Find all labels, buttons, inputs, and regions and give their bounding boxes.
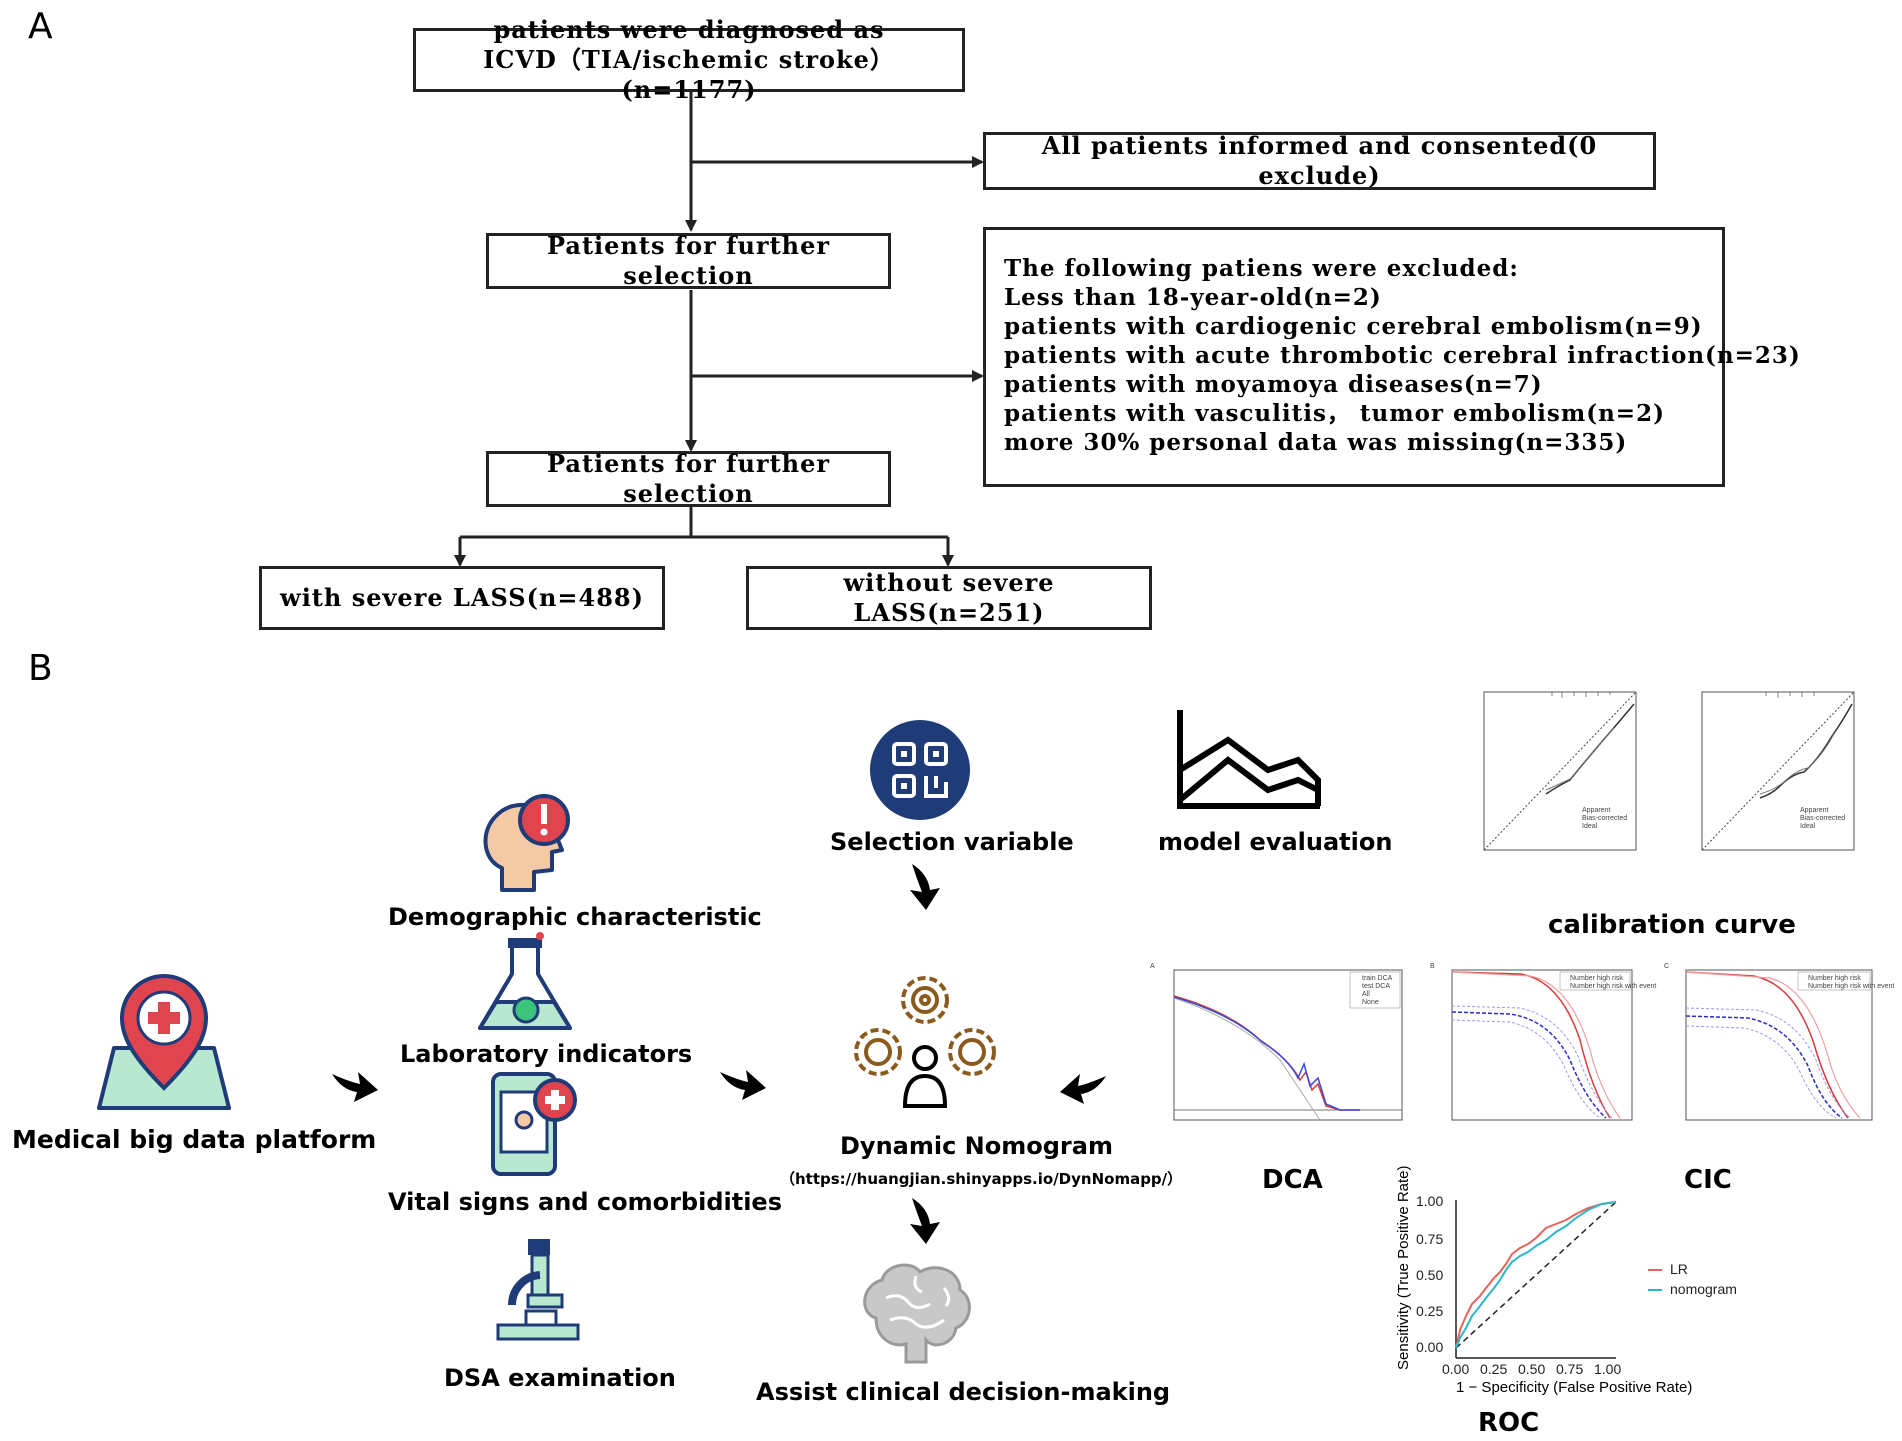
dca-plot: A train DCA test DCA All None: [1150, 963, 1403, 1121]
roc-legend: LR nomogram: [1648, 1261, 1737, 1297]
roc-ytick: 0.50: [1416, 1267, 1443, 1283]
exclusion-title: The following patiens were excluded:: [1004, 255, 1519, 282]
dca-title: DCA: [1262, 1165, 1323, 1195]
roc-xtick: 1.00: [1594, 1361, 1621, 1377]
phone-medical-icon: [491, 1072, 577, 1176]
diagnosed-box: patients were diagnosed as ICVD（TIA/isch…: [413, 15, 965, 104]
dca-legend-train: train DCA: [1362, 975, 1393, 982]
assist-label: Assist clinical decision-making: [756, 1378, 1171, 1406]
roc-legend-nomogram: nomogram: [1670, 1281, 1737, 1297]
exclusion-item: patients with vasculitis， tumor embolism…: [1004, 400, 1665, 427]
roc-ytick: 0.00: [1416, 1339, 1443, 1355]
line-chart-icon: [1177, 710, 1321, 809]
roc-legend-lr: LR: [1670, 1261, 1688, 1277]
roc-xlabel: 1 − Specificity (False Positive Rate): [1456, 1379, 1692, 1396]
dca-legend-none: None: [1362, 999, 1379, 1006]
roc-ylabel: Sensitivity (True Positive Rate): [1395, 1165, 1412, 1370]
hospital-location-icon: [97, 974, 231, 1110]
roc-ytick: 1.00: [1416, 1193, 1443, 1209]
cic-legend: Number high risk Number high risk with e…: [1797, 971, 1894, 991]
exclusion-item: patients with cardiogenic cerebral embol…: [1004, 313, 1703, 340]
cic-legend-event: Number high risk with event: [1570, 983, 1656, 990]
demographic-label: Demographic characteristic: [388, 903, 762, 931]
flask-icon: [478, 932, 572, 1030]
exclusion-item: patients with acute thrombotic cerebral …: [1004, 342, 1801, 369]
calib-legend-bias: Bias-corrected: [1800, 815, 1845, 822]
dca-legend: train DCA test DCA All None: [1349, 971, 1401, 1009]
roc-ytick: 0.75: [1416, 1231, 1443, 1247]
further-selection-box-2: Patients for further selection: [486, 449, 891, 508]
model-eval-label: model evaluation: [1158, 828, 1393, 856]
calib-legend-apparent: Apparent: [1582, 807, 1610, 814]
cic-legend: Number high risk Number high risk with e…: [1559, 971, 1656, 991]
calib-legend-ideal: Ideal: [1800, 823, 1816, 830]
roc-plot: Sensitivity (True Positive Rate) 1.00 0.…: [1395, 1165, 1737, 1396]
dca-sub-label: A: [1150, 963, 1155, 970]
diagnosed-line1: patients were diagnosed as: [493, 15, 885, 44]
calib-legend: Apparent Bias-corrected Ideal: [1582, 807, 1627, 830]
calib-legend-apparent: Apparent: [1800, 807, 1828, 814]
calib-legend-ideal: Ideal: [1582, 823, 1598, 830]
severe-lass-box: with severe LASS(n=488): [259, 566, 665, 630]
laboratory-label: Laboratory indicators: [400, 1040, 693, 1068]
curved-arrow-icon: [720, 1070, 766, 1100]
exclusion-item: patients with moyamoya diseases(n=7): [1004, 371, 1543, 398]
microscope-icon: [496, 1239, 580, 1341]
cic-legend-high: Number high risk: [1808, 975, 1861, 982]
vital-label: Vital signs and comorbidities: [388, 1188, 782, 1216]
cic-plot-b: B Number high risk Number high risk with…: [1430, 963, 1656, 1121]
nomogram-url: （https://huangjian.shinyapps.io/DynNomap…: [780, 1170, 1183, 1188]
dsa-label: DSA examination: [444, 1364, 676, 1392]
panel-a-label: A: [28, 6, 53, 47]
roc-xtick: 0.00: [1442, 1361, 1469, 1377]
calib-legend-bias: Bias-corrected: [1582, 815, 1627, 822]
down-curved-arrow-icon: [910, 864, 940, 910]
platform-label: Medical big data platform: [12, 1125, 377, 1154]
consent-box: All patients informed and consented(0 ex…: [983, 131, 1656, 190]
curved-arrow-icon: [332, 1072, 378, 1102]
cic-title: CIC: [1684, 1165, 1732, 1195]
roc-xtick: 0.50: [1518, 1361, 1545, 1377]
calibration-title: calibration curve: [1548, 910, 1796, 940]
panel-b-label: B: [28, 648, 53, 689]
selection-label: Selection variable: [830, 828, 1074, 856]
gears-user-icon: [854, 976, 996, 1108]
cic-legend-event: Number high risk with event: [1808, 983, 1894, 990]
without-severe-lass-box: without severe LASS(n=251): [746, 566, 1152, 630]
down-curved-arrow-icon: [910, 1198, 940, 1244]
brain-icon: [863, 1263, 971, 1364]
roc-xtick: 0.25: [1480, 1361, 1507, 1377]
dca-legend-test: test DCA: [1362, 983, 1390, 990]
cic-plot-c: C Number high risk Number high risk with…: [1664, 963, 1894, 1121]
cic-legend-high: Number high risk: [1570, 975, 1623, 982]
roc-ytick: 0.25: [1416, 1303, 1443, 1319]
dca-legend-all: All: [1362, 991, 1370, 998]
roc-title: ROC: [1478, 1408, 1540, 1438]
roc-xtick: 0.75: [1556, 1361, 1583, 1377]
curved-arrow-icon: [1060, 1074, 1106, 1104]
flowchart-connectors: [454, 92, 984, 567]
further-selection-box-1: Patients for further selection: [486, 231, 891, 290]
roc-axis-y: 1.00 0.75 0.50 0.25 0.00: [1416, 1193, 1443, 1355]
cic-sub-label-c: C: [1664, 963, 1669, 970]
calibration-plot-right: Apparent Bias-corrected Ideal: [1701, 691, 1855, 851]
exclusion-box: The following patiens were excluded: Les…: [983, 227, 1801, 487]
head-alert-icon: [483, 794, 570, 892]
cic-sub-label-b: B: [1430, 963, 1435, 970]
exclusion-item: Less than 18-year-old(n=2): [1004, 284, 1382, 311]
exclusion-item: more 30% personal data was missing(n=335…: [1004, 429, 1628, 456]
diagnosed-line2: ICVD（TIA/ischemic stroke）(n=1177): [483, 45, 895, 104]
nomogram-label: Dynamic Nomogram: [840, 1132, 1113, 1160]
calibration-plot-left: Apparent Bias-corrected Ideal: [1483, 691, 1637, 851]
calib-legend: Apparent Bias-corrected Ideal: [1800, 807, 1845, 830]
qr-selection-icon: [870, 720, 970, 820]
roc-axis-x: 0.00 0.25 0.50 0.75 1.00: [1442, 1361, 1621, 1377]
